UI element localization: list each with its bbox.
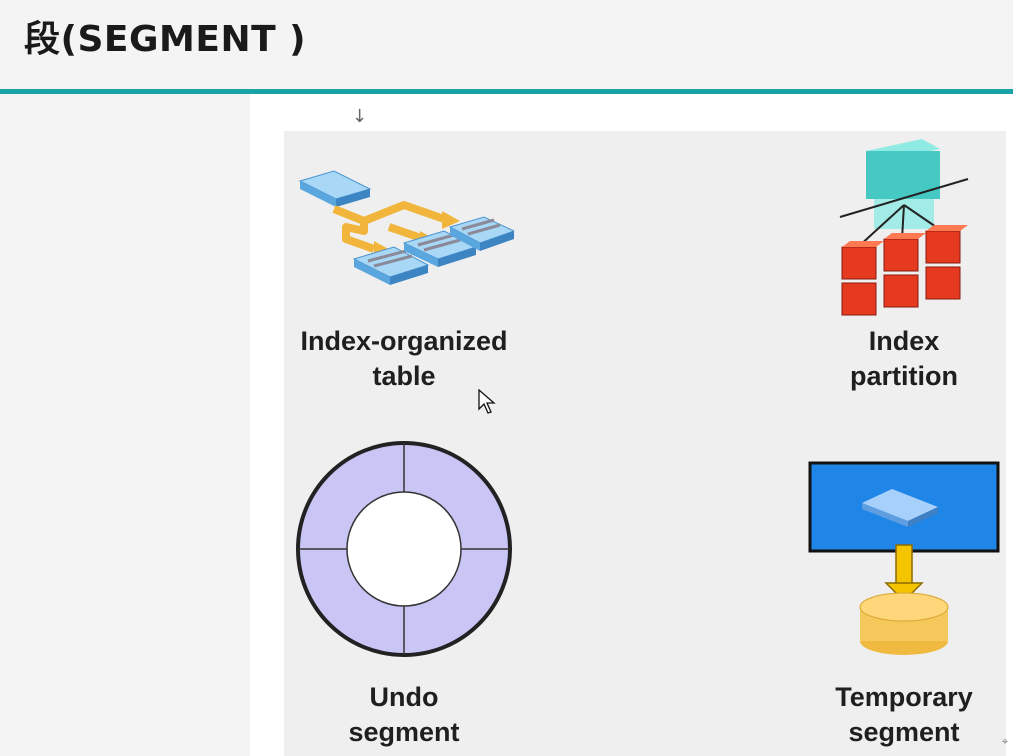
segment-types-diagram: Index-organized table Index parti [284,131,1006,756]
index-partition-label: Index partition [804,324,1004,394]
temporary-segment-label-line1: Temporary [835,682,973,712]
undo-segment-label: Undo segment [304,680,504,750]
index-organized-table-label-line1: Index-organized [300,326,508,356]
undo-segment-label-line1: Undo [369,682,439,712]
header-divider [0,89,1013,94]
index-organized-table-label-line2: table [372,361,436,391]
index-organized-table-icon [298,170,514,285]
undo-segment-ring-icon [296,441,512,657]
left-gutter [0,94,250,756]
index-partition-label-line1: Index [868,326,940,356]
temporary-segment-label-line2: segment [848,717,960,747]
mouse-cursor-icon [478,389,496,414]
resize-handle-icon[interactable]: ⌖ [1002,736,1009,748]
index-partition-icon [839,139,969,316]
index-partition-label-line2: partition [850,361,958,391]
temporary-segment-label: Temporary segment [804,680,1004,750]
down-arrow-icon: ↓ [352,106,368,127]
temporary-segment-icon [808,461,1000,655]
undo-segment-label-line2: segment [348,717,460,747]
index-organized-table-label: Index-organized table [284,324,524,394]
page-title: 段(SEGMENT ) [24,19,307,60]
header-bar: 段(SEGMENT ) [0,0,1013,90]
